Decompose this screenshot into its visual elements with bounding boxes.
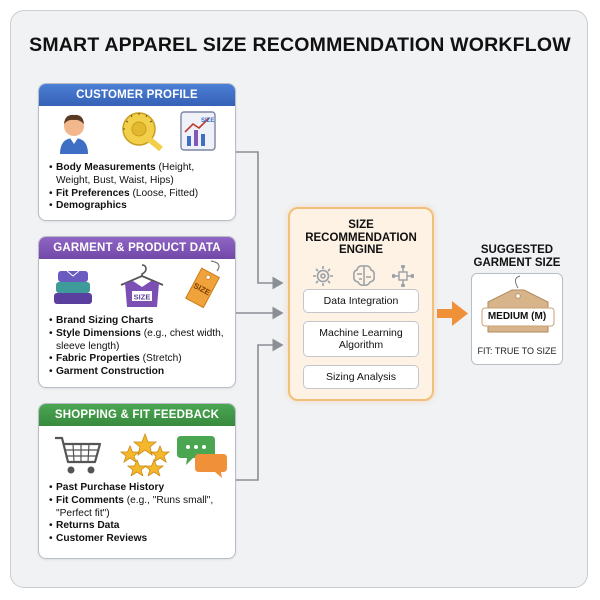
tape-measure-icon	[122, 112, 163, 152]
size-chart-icon: SIZE	[180, 111, 216, 151]
garment-product-header: GARMENT & PRODUCT DATA	[39, 237, 235, 259]
diagram-title: SMART APPAREL SIZE RECOMMENDATION WORKFL…	[29, 34, 571, 56]
shopping-feedback-header: SHOPPING & FIT FEEDBACK	[39, 404, 235, 426]
output-title: SUGGESTED GARMENT SIZE	[473, 244, 561, 269]
hanger-size-text: SIZE	[134, 293, 151, 302]
customer-profile-list: Body Measurements (Height, Weight, Bust,…	[39, 162, 235, 213]
list-item: Fit Comments (e.g., "Runs small", "Perfe…	[49, 495, 229, 521]
recommendation-engine-panel: SIZE RECOMMENDATION ENGINE Data Integ	[288, 207, 434, 401]
list-item: Style Dimensions (e.g., chest width, sle…	[49, 328, 229, 354]
folded-clothes-icon	[54, 270, 92, 304]
chat-bubbles-icon	[177, 436, 227, 478]
shopping-feedback-list: Past Purchase History Fit Comments (e.g.…	[39, 482, 235, 546]
list-item: Fabric Properties (Stretch)	[49, 353, 229, 366]
gear-icon	[313, 265, 333, 286]
hanger-icon: SIZE	[120, 264, 164, 307]
list-item: Customer Reviews	[49, 533, 229, 546]
suggested-size-panel: MEDIUM (M) FIT: TRUE TO SIZE	[471, 273, 563, 365]
network-icon	[392, 264, 414, 287]
stars-icon	[119, 432, 171, 476]
list-item: Returns Data	[49, 520, 229, 533]
price-tag-icon	[481, 275, 555, 333]
shopping-cart-icon	[55, 436, 102, 474]
garment-product-list: Brand Sizing Charts Style Dimensions (e.…	[39, 315, 235, 379]
list-item: Fit Preferences (Loose, Fitted)	[49, 188, 229, 201]
brain-icon	[353, 264, 375, 286]
list-item: Demographics	[49, 200, 229, 213]
list-item: Brand Sizing Charts	[49, 315, 229, 328]
list-item: Body Measurements (Height, Weight, Bust,…	[49, 162, 229, 188]
customer-profile-header: CUSTOMER PROFILE	[39, 84, 235, 106]
engine-step-machine-learning: Machine Learning Algorithm	[303, 321, 419, 357]
engine-step-data-integration: Data Integration	[303, 289, 419, 313]
person-icon	[60, 114, 88, 154]
svg-text:SIZE: SIZE	[201, 118, 214, 124]
suggested-size-label: MEDIUM (M)	[487, 311, 547, 322]
list-item: Past Purchase History	[49, 482, 229, 495]
list-item: Garment Construction	[49, 366, 229, 379]
shopping-feedback-panel: SHOPPING & FIT FEEDBACK Past Purchase Hi…	[38, 403, 236, 559]
engine-title: SIZE RECOMMENDATION ENGINE	[305, 219, 417, 256]
engine-step-sizing-analysis: Sizing Analysis	[303, 365, 419, 389]
size-tag-icon: SIZE	[185, 260, 221, 309]
fit-note: FIT: TRUE TO SIZE	[477, 346, 557, 356]
customer-profile-panel: CUSTOMER PROFILE SIZE Body Measurements …	[38, 83, 236, 221]
garment-product-panel: GARMENT & PRODUCT DATA SIZE SIZE Brand S…	[38, 236, 236, 388]
